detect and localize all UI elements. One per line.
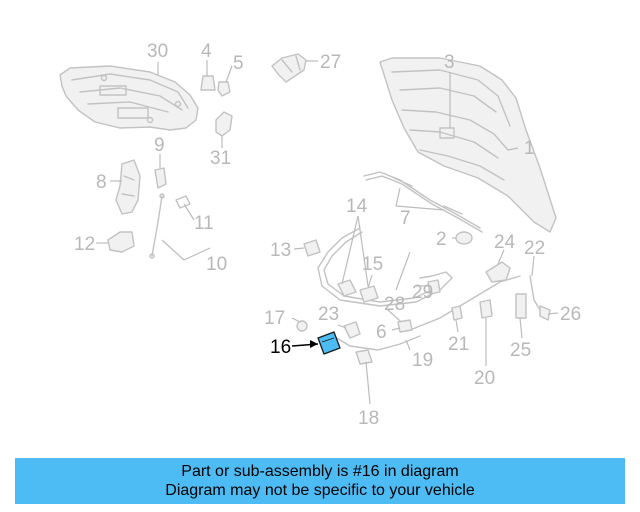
release-handle — [515, 275, 551, 321]
callout-23: 23 — [318, 304, 339, 325]
callout-1: 1 — [524, 138, 535, 159]
callout-26: 26 — [560, 304, 581, 325]
callout-16-highlighted: 16 — [270, 337, 291, 358]
callout-2: 2 — [436, 229, 447, 250]
callout-29: 29 — [412, 282, 433, 303]
callout-20: 20 — [474, 368, 495, 389]
info-banner: Part or sub-assembly is #16 in diagram D… — [15, 458, 625, 504]
callout-lines — [96, 60, 559, 405]
latch-9 — [154, 167, 167, 189]
callout-7: 7 — [400, 208, 411, 229]
callout-12: 12 — [74, 234, 95, 255]
callout-24: 24 — [494, 232, 516, 253]
side-bracket-8 — [115, 159, 141, 215]
bracket-31 — [215, 111, 233, 137]
callout-8: 8 — [96, 172, 107, 193]
small-parts — [296, 299, 493, 365]
clip-4 — [200, 75, 216, 91]
callout-19: 19 — [412, 350, 433, 371]
callout-6: 6 — [376, 322, 387, 343]
bumper-stop-2 — [455, 231, 473, 245]
callout-4: 4 — [201, 41, 212, 62]
strut-bracket-11 — [175, 195, 191, 209]
callout-21: 21 — [448, 334, 469, 355]
callout-13: 13 — [270, 240, 291, 261]
callout-25: 25 — [510, 340, 531, 361]
bracket-12 — [107, 231, 135, 253]
callout-9: 9 — [154, 135, 165, 156]
gas-strut — [149, 193, 165, 259]
callout-18: 18 — [358, 408, 379, 429]
callout-17: 17 — [264, 308, 285, 329]
callout-10: 10 — [206, 254, 227, 275]
callout-30: 30 — [147, 41, 168, 62]
callout-11: 11 — [194, 213, 214, 234]
callout-labels: 30 4 5 27 3 1 9 31 8 11 12 10 14 7 2 24 … — [74, 41, 581, 429]
hood-hinge — [271, 53, 307, 83]
banner-line-2: Diagram may not be specific to your vehi… — [165, 482, 475, 499]
banner-line-1: Part or sub-assembly is #16 in diagram — [181, 463, 459, 480]
callout-3: 3 — [444, 52, 455, 73]
highlighted-part-16 — [317, 331, 341, 355]
weatherstrip-seal — [363, 171, 483, 233]
clip-5 — [217, 81, 231, 97]
callout-28: 28 — [384, 294, 405, 315]
clip-13 — [303, 239, 321, 257]
callout-31: 31 — [210, 148, 231, 169]
hood-insulation-pad — [59, 65, 199, 131]
callout-22: 22 — [524, 238, 545, 259]
callout-27: 27 — [320, 52, 341, 73]
callout-14: 14 — [346, 196, 368, 217]
lock-assembly — [337, 279, 441, 303]
parts-diagram: 30 4 5 27 3 1 9 31 8 11 12 10 14 7 2 24 … — [59, 41, 581, 429]
hood-panel — [379, 57, 557, 233]
callout-5: 5 — [233, 53, 244, 74]
cable-guide-24 — [485, 261, 511, 283]
callout-15: 15 — [362, 254, 383, 275]
